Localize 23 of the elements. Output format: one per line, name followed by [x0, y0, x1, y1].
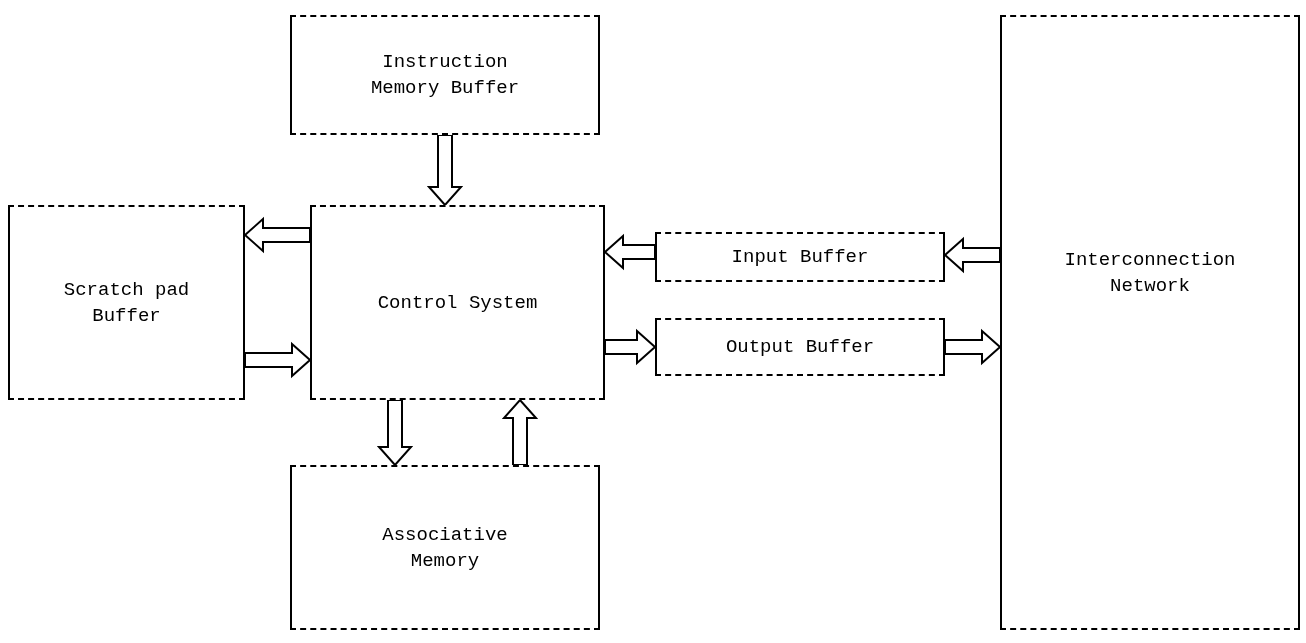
block-label: Instruction Memory Buffer [369, 50, 521, 101]
block-label: Input Buffer [731, 245, 869, 270]
block-label: Control System [377, 290, 538, 316]
block-label: Scratch pad Buffer [62, 277, 191, 329]
double-arrow [243, 216, 311, 254]
double-arrow [244, 341, 312, 379]
block-label: Output Buffer [725, 335, 875, 360]
double-arrow [943, 236, 1001, 274]
block-box [310, 205, 605, 400]
block-box [290, 465, 600, 630]
double-arrow [604, 328, 657, 366]
double-arrow [603, 233, 656, 271]
block-box [1000, 15, 1300, 630]
block-label: Interconnection Network [1063, 248, 1237, 299]
block-label: Associative Memory [381, 522, 509, 574]
block-box [290, 15, 600, 135]
double-arrow [376, 399, 414, 467]
block-box [655, 232, 945, 282]
double-arrow [944, 328, 1002, 366]
double-arrow [426, 134, 464, 207]
double-arrow [501, 398, 539, 466]
block-box [655, 318, 945, 376]
block-box [8, 205, 245, 400]
